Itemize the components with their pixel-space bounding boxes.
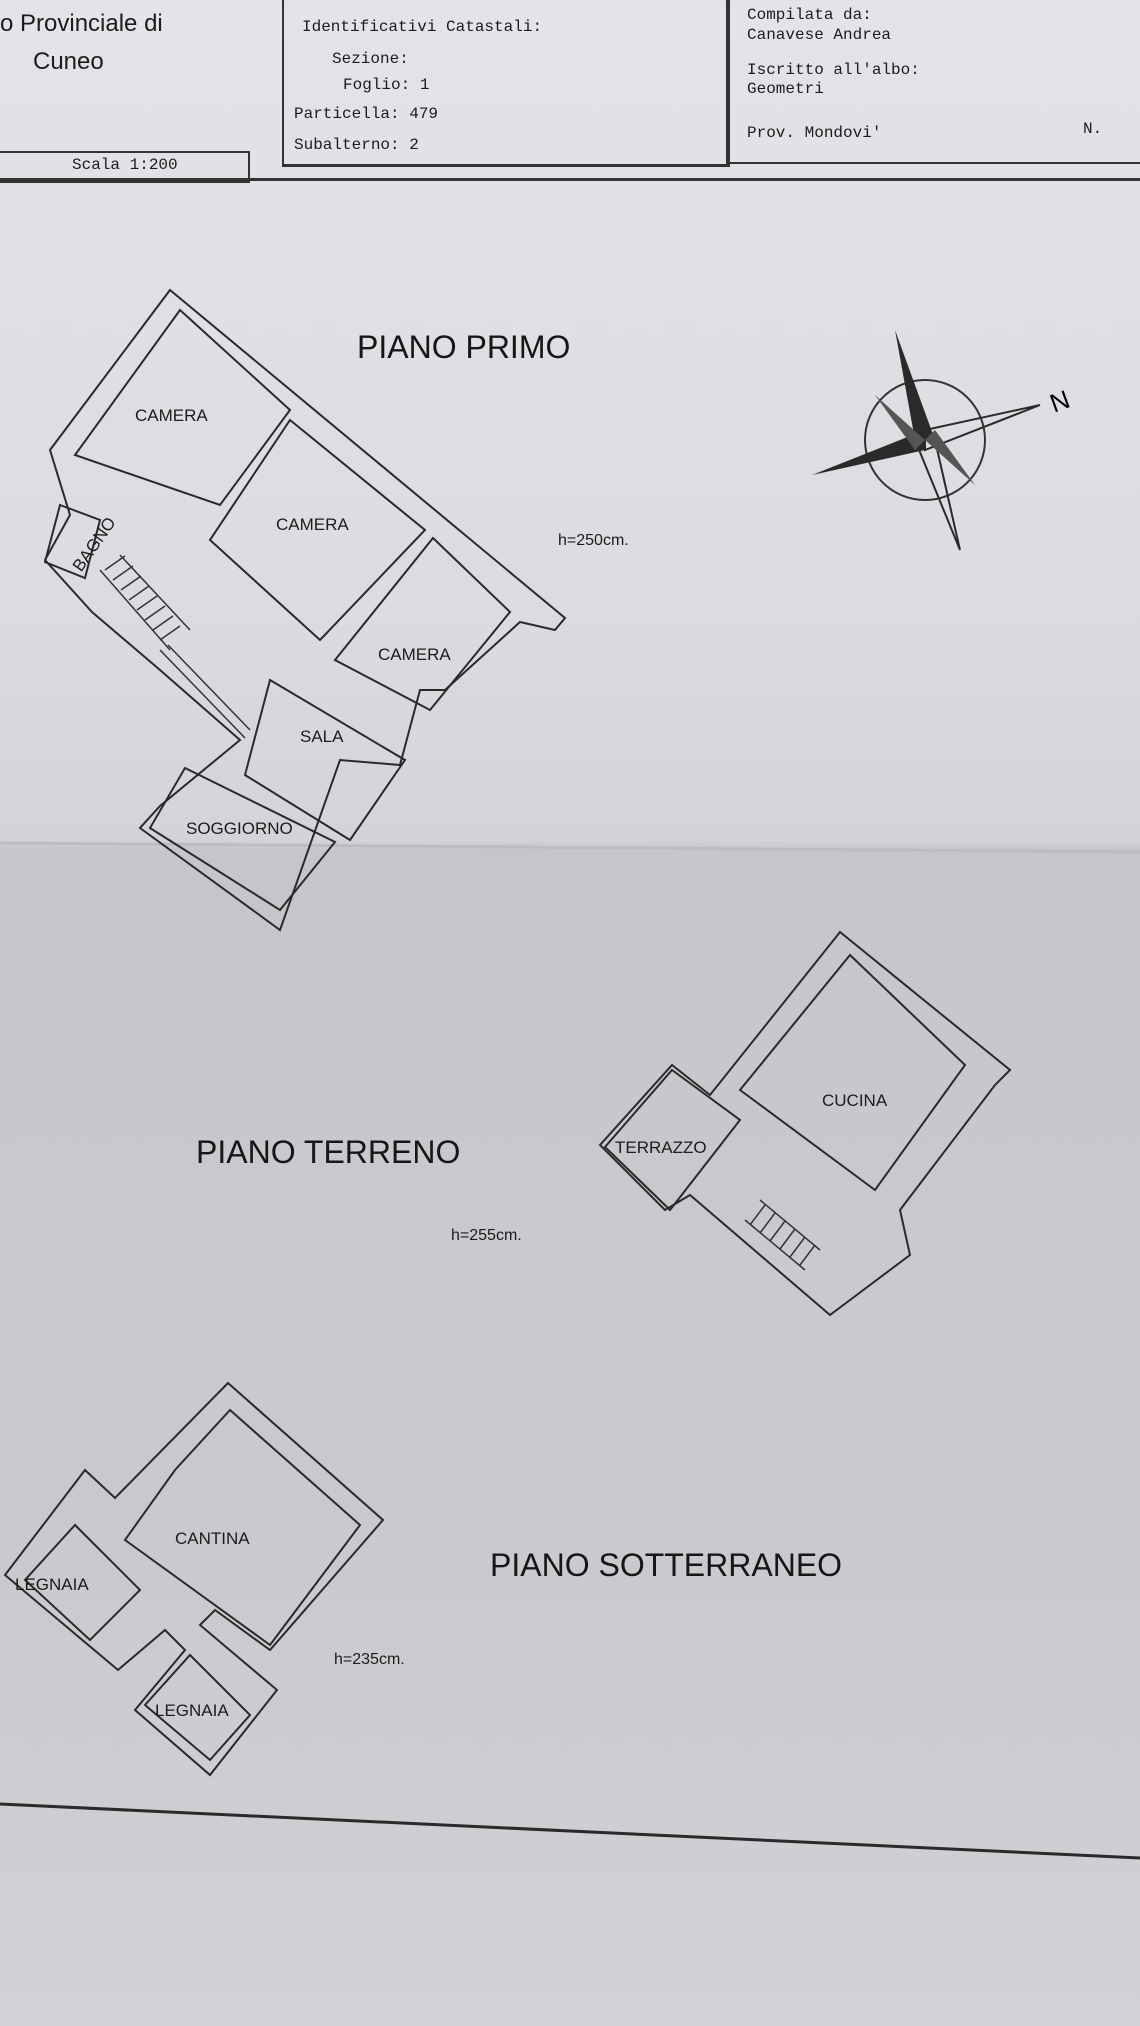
piano-sotterraneo-title: PIANO SOTTERRANEO xyxy=(490,1547,842,1583)
compilata-name: Canavese Andrea xyxy=(747,26,892,44)
bottom-frame-line xyxy=(0,1802,1140,1860)
plan-terreno-outline xyxy=(598,930,1012,1317)
stairs-icon-terreno xyxy=(744,1199,821,1271)
header-rule xyxy=(0,178,1140,181)
plan-piano-sotterraneo: PIANO SOTTERRANEO h=235cm. CANTINA LEGNA… xyxy=(3,1381,842,1777)
foglio: Foglio: 1 xyxy=(343,76,430,94)
plan-primo-outline xyxy=(43,288,567,932)
room-label-cucina: CUCINA xyxy=(822,1091,888,1110)
office-line1: o Provinciale di xyxy=(0,10,163,37)
iscritto-value: Geometri xyxy=(747,80,824,98)
scale-label: Scala 1:200 xyxy=(72,156,178,174)
room-label-terrazzo: TERRAZZO xyxy=(615,1138,707,1157)
room-label-sala: SALA xyxy=(300,727,344,746)
room-sala xyxy=(243,678,407,842)
room-camera-3 xyxy=(333,536,512,712)
compilata-label: Compilata da: xyxy=(747,6,872,24)
room-legnaia-1 xyxy=(23,1523,142,1642)
paper-fold xyxy=(0,841,1140,854)
subalterno: Subalterno: 2 xyxy=(294,136,419,154)
piano-terreno-title: PIANO TERRENO xyxy=(196,1134,460,1170)
room-bagno xyxy=(43,503,102,580)
plan-piano-primo: PIANO PRIMO h=250cm. CAMERA CAMERA CAMER… xyxy=(43,288,629,932)
room-label-soggiorno: SOGGIORNO xyxy=(186,819,293,838)
room-legnaia-2 xyxy=(143,1653,252,1762)
room-cantina xyxy=(123,1408,362,1647)
office-line2: Cuneo xyxy=(33,48,104,75)
plan-piano-terreno: PIANO TERRENO h=255cm. CUCINA TERRAZZO xyxy=(196,930,1012,1317)
iscritto-label: Iscritto all'albo: xyxy=(747,61,920,79)
prov: Prov. Mondovi' xyxy=(747,124,882,142)
piano-sotterraneo-height: h=235cm. xyxy=(334,1651,405,1668)
room-label-legnaia-2: LEGNAIA xyxy=(155,1701,229,1720)
compass-north-label: N xyxy=(1046,384,1074,419)
room-label-legnaia-1: LEGNAIA xyxy=(15,1575,89,1594)
room-soggiorno xyxy=(148,766,337,912)
room-terrazzo xyxy=(603,1068,742,1212)
header-ident-box xyxy=(282,0,730,167)
room-label-camera-3: CAMERA xyxy=(378,645,451,664)
ident-title: Identificativi Catastali: xyxy=(302,18,543,36)
room-camera-2 xyxy=(208,418,427,642)
compass-rose-icon: N xyxy=(812,330,1074,551)
room-cucina xyxy=(738,953,967,1192)
piano-primo-title: PIANO PRIMO xyxy=(357,329,570,365)
piano-terreno-height: h=255cm. xyxy=(451,1227,522,1244)
plan-sotterraneo-outline xyxy=(3,1381,385,1777)
piano-primo-height: h=250cm. xyxy=(558,532,629,549)
room-label-cantina: CANTINA xyxy=(175,1529,250,1548)
header-author-box xyxy=(726,0,1140,164)
particella: Particella: 479 xyxy=(294,105,439,123)
room-label-camera-2: CAMERA xyxy=(276,515,349,534)
room-camera-1 xyxy=(73,308,292,507)
sezione: Sezione: xyxy=(332,50,409,68)
stairs-icon xyxy=(99,554,251,739)
number-label: N. xyxy=(1083,120,1103,138)
room-label-camera-1: CAMERA xyxy=(135,406,208,425)
scale-box xyxy=(0,151,250,183)
